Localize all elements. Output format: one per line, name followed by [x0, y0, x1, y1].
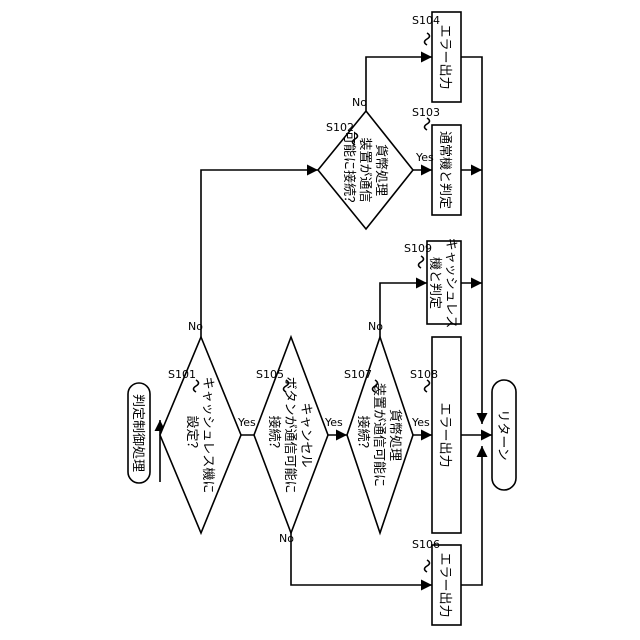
- end-label: リターン: [495, 409, 510, 460]
- step-s109: S109: [404, 242, 432, 255]
- connector-s102-no: [366, 57, 432, 111]
- s105-label-line-1: キャンセル: [298, 402, 313, 467]
- start-label: 判定制御処理: [130, 394, 145, 472]
- s106-label-line-1: エラー出力: [437, 552, 452, 617]
- end-label-line-1: リターン: [495, 409, 510, 460]
- step-s108: S108: [410, 368, 438, 381]
- s106-label: エラー出力: [437, 552, 452, 617]
- s107-label-line-2: 装置が通信可能に: [371, 383, 386, 487]
- s105-label-line-2: ボタンが通信可能に: [282, 376, 297, 493]
- step-s102: S102: [326, 121, 354, 134]
- connector-s106-return: [461, 446, 482, 585]
- branch-s105-yes: Yes: [324, 416, 343, 429]
- s109-label-line-1: キャッシュレス: [443, 238, 458, 329]
- step-s104: S104: [412, 14, 440, 27]
- s104-label-line-1: エラー出力: [437, 24, 452, 89]
- branch-s107-no: No: [368, 320, 383, 333]
- step-s107: S107: [344, 368, 372, 381]
- leader-s104: [425, 33, 430, 45]
- branch-s102-no: No: [352, 96, 367, 109]
- s102-label-line-2: 装置が通信: [357, 137, 372, 202]
- s103-label: 通常機と判定: [437, 131, 452, 209]
- s104-label: エラー出力: [437, 24, 452, 89]
- s103-label-line-1: 通常機と判定: [437, 131, 452, 209]
- s107-label-line-1: 貨幣処理: [387, 409, 403, 461]
- connector-s105-no: [291, 527, 432, 585]
- step-s105: S105: [256, 368, 284, 381]
- s109-label-line-2: 機と判定: [427, 257, 442, 309]
- step-s101: S101: [168, 368, 196, 381]
- step-s103: S103: [412, 106, 440, 119]
- s108-label: エラー出力: [437, 402, 452, 467]
- step-s106: S106: [412, 538, 440, 551]
- s108-label-line-1: エラー出力: [437, 402, 452, 467]
- s101-label-line-2: 設定？: [184, 415, 200, 454]
- start-label-line-1: 判定制御処理: [130, 394, 145, 472]
- leader-s103: [425, 118, 430, 130]
- leader-s106: [425, 560, 430, 572]
- s105-label-line-3: 接続？: [266, 415, 282, 454]
- leader-s109: [419, 256, 424, 268]
- s101-label-line-1: キャッシュレス機に: [200, 377, 215, 494]
- branch-s107-yes: Yes: [411, 416, 430, 429]
- branch-s105-no: No: [279, 532, 294, 545]
- s107-label-line-3: 接続？: [355, 415, 371, 454]
- connector-s107-no: [380, 283, 427, 337]
- s102-label-line-3: 可能に接続？: [341, 131, 357, 209]
- connector-s104-return: [461, 57, 482, 424]
- leader-s108: [425, 380, 430, 392]
- branch-s101-yes: Yes: [237, 416, 256, 429]
- connector-s101-no: [201, 170, 318, 337]
- branch-s102-yes: Yes: [415, 151, 434, 164]
- branch-s101-no: No: [188, 320, 203, 333]
- s102-label-line-1: 貨幣処理: [373, 144, 389, 196]
